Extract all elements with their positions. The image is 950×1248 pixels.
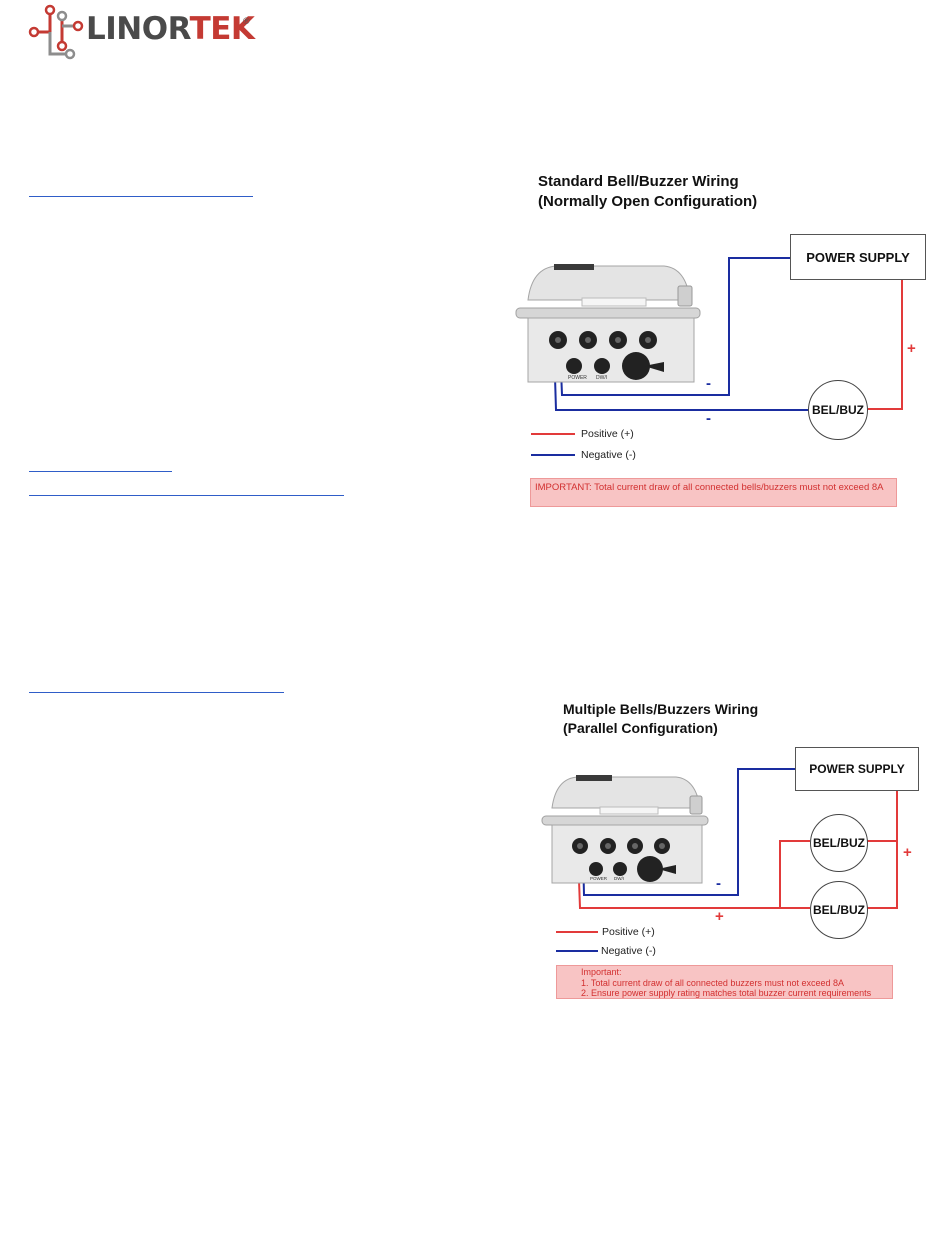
svg-text:DW/I: DW/I xyxy=(596,375,607,381)
d1-power-supply-label: POWER SUPPLY xyxy=(806,249,910,265)
svg-text:POWER: POWER xyxy=(590,876,608,881)
d1-warning-text: IMPORTANT: Total current draw of all con… xyxy=(535,482,884,493)
d2-warning-line1: 1. Total current draw of all connected b… xyxy=(581,977,844,988)
d1-bell-label: BEL/BUZ xyxy=(812,403,864,417)
d2-bell2-label: BEL/BUZ xyxy=(813,903,865,917)
d1-legend-negative: Negative (-) xyxy=(581,449,636,461)
svg-text:POWER: POWER xyxy=(568,375,587,381)
diagram1-title-line1: Standard Bell/Buzzer Wiring xyxy=(538,173,739,190)
logo-wordmark: LINORTEK xyxy=(86,11,255,47)
d2-warning-title: Important: xyxy=(581,967,622,977)
svg-text:DW/I: DW/I xyxy=(614,876,624,881)
link-underline-3[interactable] xyxy=(29,495,344,496)
diagram2-title: Multiple Bells/Buzzers Wiring (Parallel … xyxy=(563,700,758,738)
d2-controller-enclosure: POWER DW/I xyxy=(541,775,709,884)
d2-warning-line2: 2. Ensure power supply rating matches to… xyxy=(581,988,872,998)
link-underline-1[interactable] xyxy=(29,196,253,197)
d2-warning-box: Important: 1. Total current draw of all … xyxy=(556,965,893,999)
d1-legend-positive: Positive (+) xyxy=(581,428,634,440)
d2-bell-buzzer-2: BEL/BUZ xyxy=(810,881,868,939)
logo-text-tek: TEK xyxy=(189,11,255,47)
diagram1-title-line2: (Normally Open Configuration) xyxy=(538,193,758,210)
d2-legend-negative: Negative (-) xyxy=(601,945,656,957)
circuit-logo-icon xyxy=(28,4,84,60)
d2-plus-sign-right: + xyxy=(903,844,912,861)
diagram2-title-line1: Multiple Bells/Buzzers Wiring xyxy=(563,701,759,717)
d2-positive-wire-branch xyxy=(779,840,810,908)
link-underline-2[interactable] xyxy=(29,471,172,472)
d2-minus-sign: - xyxy=(716,875,721,892)
d2-plus-sign-bottom: + xyxy=(715,908,724,925)
d1-warning-box: IMPORTANT: Total current draw of all con… xyxy=(530,478,897,507)
logo-text-linor: LINOR xyxy=(86,11,190,47)
d1-minus-sign-lower: - xyxy=(706,410,711,427)
d2-positive-wire-upper xyxy=(866,789,898,842)
d2-bell1-label: BEL/BUZ xyxy=(813,836,865,850)
d1-power-supply-box: POWER SUPPLY xyxy=(790,234,926,280)
diagram2-title-line2: (Parallel Configuration) xyxy=(563,720,718,736)
d1-minus-sign-upper: - xyxy=(706,375,711,392)
d1-bell-buzzer: BEL/BUZ xyxy=(808,380,868,440)
d2-positive-wire-right xyxy=(866,841,898,909)
registered-mark: ® xyxy=(243,16,250,26)
diagram1-title: Standard Bell/Buzzer Wiring (Normally Op… xyxy=(538,172,757,212)
d1-positive-wire xyxy=(868,280,903,410)
link-underline-4[interactable] xyxy=(29,692,284,693)
d1-controller-enclosure: POWER DW/I xyxy=(515,264,701,383)
d2-power-supply-box: POWER SUPPLY xyxy=(795,747,919,791)
d1-plus-sign: + xyxy=(907,340,916,357)
d2-legend-positive: Positive (+) xyxy=(602,926,655,938)
d2-bell-buzzer-1: BEL/BUZ xyxy=(810,814,868,872)
linortek-logo: LINORTEK ® xyxy=(28,4,268,62)
d2-power-supply-label: POWER SUPPLY xyxy=(809,762,905,776)
